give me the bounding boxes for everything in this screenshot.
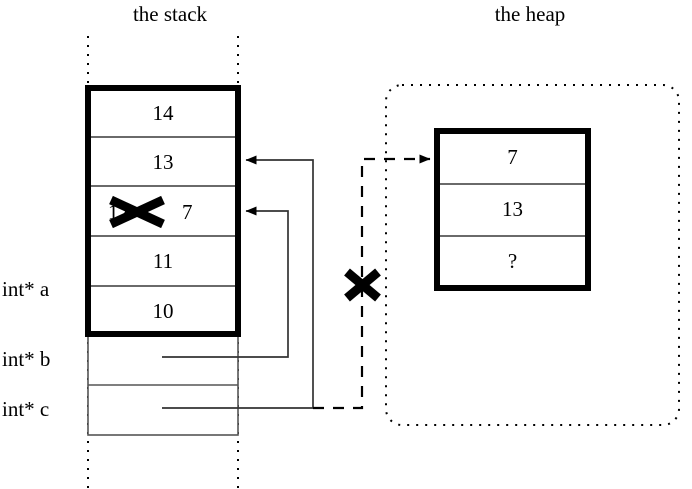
stack-cell-value-3: 11 xyxy=(152,249,174,273)
pointer-c-arrow xyxy=(162,155,314,409)
stack-title: the stack xyxy=(132,2,208,26)
pointer-b-arrow xyxy=(162,206,289,358)
stack-cell-cross-out-icon xyxy=(109,195,165,229)
stack-pointer-cells xyxy=(87,333,239,436)
stack-cell-value-2-replacement: 7 xyxy=(182,200,193,224)
heap-block xyxy=(434,128,591,291)
dangling-pointer-dashed-path xyxy=(313,154,431,410)
variable-label-a: int* a xyxy=(2,277,50,301)
heap-cell-value-2: ? xyxy=(507,249,518,273)
variable-label-c: int* c xyxy=(2,397,50,421)
variable-label-b: int* b xyxy=(2,347,51,371)
stack-cell-value-1: 13 xyxy=(152,150,174,174)
stack-cell-value-2-struck: 12 xyxy=(108,200,129,224)
stack-frame-block xyxy=(85,85,241,337)
heap-title: the heap xyxy=(494,2,566,26)
heap-cell-value-0: 7 xyxy=(507,145,518,169)
stack-cell-value-0: 14 xyxy=(152,101,174,125)
stack-cell-value-4: 10 xyxy=(152,299,174,323)
heap-cell-value-1: 13 xyxy=(502,197,523,221)
heap-pointer-cross-out-icon xyxy=(344,268,381,302)
